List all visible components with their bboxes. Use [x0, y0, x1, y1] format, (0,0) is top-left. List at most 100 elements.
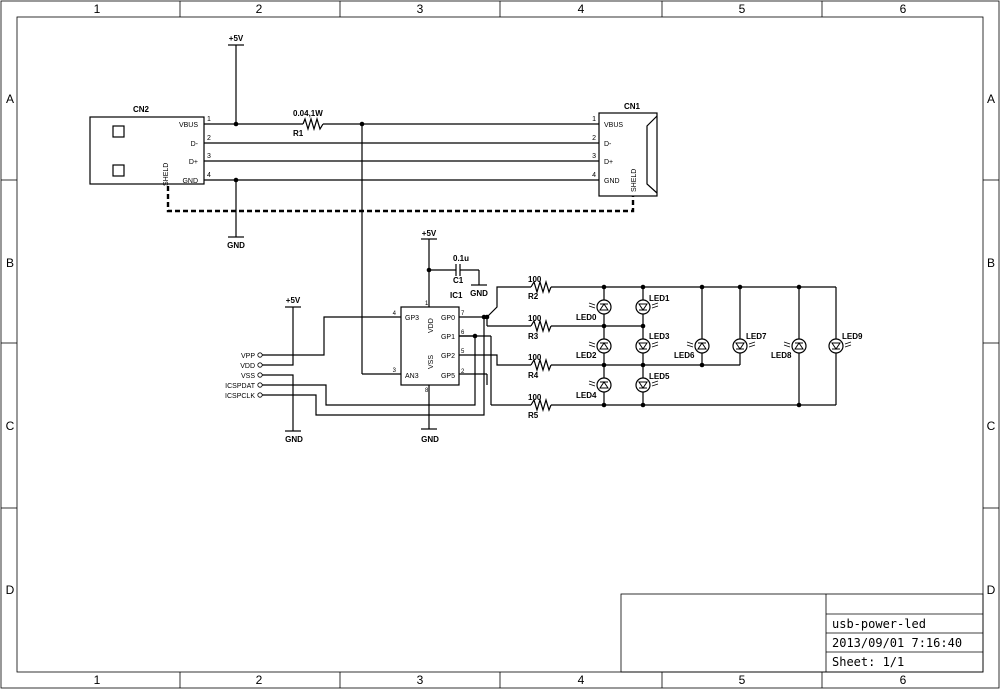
ic1-pin-gp0: GP0: [441, 315, 455, 322]
cn1-pin-number: 4: [592, 172, 596, 179]
cn1-pin-number: 1: [592, 116, 596, 123]
ic1-pin-number: 3: [393, 368, 397, 374]
c1-value: 0.1u: [453, 254, 469, 263]
led-symbol-3: [635, 338, 659, 354]
junction-dot: [233, 121, 239, 127]
cn2-pin-number: 3: [207, 153, 211, 160]
ic-ic1: IC1 GP3 AN3 GP0 GP1 GP2 GP5 VDD VSS 4 3 …: [393, 291, 465, 394]
col-label-bottom: 3: [417, 673, 424, 687]
gnd-label-icsp: GND: [285, 435, 303, 444]
col-label-top: 2: [256, 2, 263, 16]
gnd-label-ic: GND: [421, 435, 439, 444]
led-matrix-wires: [551, 286, 837, 406]
ic1-pin-number: 1: [425, 301, 429, 307]
col-label-bottom: 2: [256, 673, 263, 687]
r2-ref: R2: [528, 292, 539, 301]
ic1-pin-number: 4: [393, 311, 397, 317]
r3-value: 100: [528, 314, 542, 323]
usb-bus-wires: [166, 44, 635, 375]
r1-value: 0.04,1W: [293, 109, 323, 118]
ic1-pin-an3: AN3: [405, 373, 419, 380]
ic1-pin-vss: VSS: [428, 355, 435, 369]
ic-power-wires: [421, 238, 487, 430]
ic1-pin-gp1: GP1: [441, 334, 455, 341]
ic1-pin-gp3: GP3: [405, 315, 419, 322]
col-label-top: 1: [94, 2, 101, 16]
row-label-left: D: [6, 583, 15, 597]
ic1-pin-vdd: VDD: [428, 318, 435, 333]
col-label-bottom: 5: [739, 673, 746, 687]
led2-label: LED2: [576, 351, 597, 360]
led9-label: LED9: [842, 332, 863, 341]
led-symbol-0: [588, 299, 612, 315]
ic1-pin-number: 7: [461, 311, 465, 317]
row-label-right: B: [987, 256, 995, 270]
junction-dot: [359, 121, 365, 127]
resistor-r1: 0.04,1W R1: [293, 109, 324, 138]
row-label-left: B: [6, 256, 14, 270]
junction-dot: [481, 314, 487, 320]
ic1-pin-gp2: GP2: [441, 353, 455, 360]
icsp-label-icspdat: ICSPDAT: [225, 383, 256, 390]
icsp-label-icspclk: ICSPCLK: [225, 393, 255, 400]
title-block: usb-power-led 2013/09/01 7:16:40 Sheet: …: [620, 593, 984, 673]
col-label-top: 6: [900, 2, 907, 16]
row-label-left: C: [6, 419, 15, 433]
row-label-left: A: [6, 92, 14, 106]
ic1-pin-gp5: GP5: [441, 373, 455, 380]
led-symbol-4: [588, 377, 612, 393]
gnd-label-c1: GND: [470, 289, 488, 298]
gpio-wires: [262, 286, 531, 432]
led-symbol-9: [828, 338, 852, 354]
r4-value: 100: [528, 353, 542, 362]
led7-label: LED7: [746, 332, 767, 341]
led-symbol-2: [588, 338, 612, 354]
cn1-pin-label: VBUS: [604, 122, 623, 129]
cn2-pin-label: D-: [191, 141, 199, 148]
icsp-label-vdd: VDD: [240, 363, 255, 370]
icsp-terminal: [257, 382, 263, 388]
col-label-top: 4: [578, 2, 585, 16]
led-symbol-1: [635, 299, 659, 315]
row-label-right: C: [987, 419, 996, 433]
r5-value: 100: [528, 393, 542, 402]
r3-ref: R3: [528, 332, 539, 341]
icsp-terminal: [257, 392, 263, 398]
led3-label: LED3: [649, 332, 670, 341]
col-label-bottom: 4: [578, 673, 585, 687]
vcc-label-icsp: +5V: [286, 296, 301, 305]
ic1-pin-number: 8: [425, 388, 429, 394]
ic1-pin-number: 5: [461, 349, 465, 355]
r2-value: 100: [528, 275, 542, 284]
cn1-pin-label: D-: [604, 141, 612, 148]
cn1-shield-label: SHELD: [631, 169, 638, 192]
led-symbol-8: [783, 338, 807, 354]
connector-cn1: CN1 VBUS D- D+ GND SHELD 1 2 3 4: [592, 102, 658, 197]
led8-label: LED8: [771, 351, 792, 360]
icsp-terminal: [257, 352, 263, 358]
cn2-pin-number: 1: [207, 116, 211, 123]
cn2-pin-number: 2: [207, 135, 211, 142]
vcc-label-cn2: +5V: [229, 34, 244, 43]
row-label-right: A: [987, 92, 995, 106]
icsp-terminal: [257, 372, 263, 378]
cn1-ref: CN1: [624, 102, 641, 111]
cn2-ref: CN2: [133, 105, 150, 114]
title-block-sheet: Sheet: 1/1: [832, 655, 904, 669]
cn2-pin-label: GND: [182, 178, 198, 185]
led6-label: LED6: [674, 351, 695, 360]
junction-dot: [426, 267, 432, 273]
led4-label: LED4: [576, 391, 597, 400]
junction-dot: [233, 177, 239, 183]
r1-ref: R1: [293, 129, 304, 138]
led-symbol-7: [732, 338, 756, 354]
title-block-title: usb-power-led: [832, 617, 926, 631]
vcc-label-ic: +5V: [422, 229, 437, 238]
col-label-bottom: 1: [94, 673, 101, 687]
led-symbol-5: [635, 377, 659, 393]
cn2-shield-label: SHELD: [163, 163, 170, 186]
cn1-pin-number: 3: [592, 153, 596, 160]
gnd-label-cn2: GND: [227, 241, 245, 250]
cn2-pin-label: D+: [189, 159, 198, 166]
